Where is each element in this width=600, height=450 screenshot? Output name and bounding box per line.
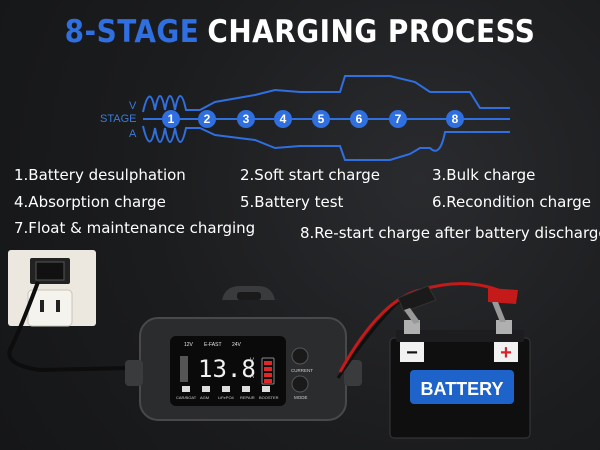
current-axis-label: A <box>129 128 137 140</box>
battery-label-plate <box>410 370 514 404</box>
positive-sign-box <box>494 342 518 362</box>
stage-number-6: 6 <box>356 112 363 126</box>
battery-label: BATTERY <box>421 379 504 399</box>
red-clamp-body <box>488 288 518 304</box>
stage-number-4: 4 <box>280 112 287 126</box>
lifepo4-icon <box>222 386 230 392</box>
stage-marker-5 <box>312 110 330 128</box>
mode-button-label: MODE <box>294 395 308 400</box>
stage-number-7: 7 <box>395 112 402 126</box>
red-clamp-jaw <box>492 302 506 322</box>
stage-desc-5: 5.Battery test <box>240 193 344 211</box>
stage-desc-7: 7.Float & maintenance charging <box>14 219 256 237</box>
level-bar-2 <box>264 367 272 371</box>
stage-markers <box>162 110 464 128</box>
stage-marker-8 <box>446 110 464 128</box>
stage-marker-2 <box>198 110 216 128</box>
positive-sign: + <box>500 342 512 364</box>
mode-label-car-boat: CAR/BOAT <box>176 395 197 400</box>
stage-marker-3 <box>237 110 255 128</box>
car-battery: − + BATTERY <box>389 320 531 439</box>
mode-button[interactable] <box>291 375 309 393</box>
stage-marker-4 <box>274 110 292 128</box>
booster-icon <box>262 386 270 392</box>
repair-icon <box>242 386 250 392</box>
handle-slot <box>237 292 261 300</box>
lcd-value: 13.8 <box>198 355 256 383</box>
black-clamp-body <box>397 285 437 313</box>
red-clamp <box>488 288 518 322</box>
black-clamp-jaw <box>404 308 420 324</box>
level-bar-4 <box>264 379 272 383</box>
charger-right-mount <box>344 360 362 386</box>
product-illustration: 12V E-FAST 24V 13.8 V A CAR/BOAT AGM LiF… <box>7 250 531 439</box>
stage-desc-2: 2.Soft start charge <box>240 166 380 184</box>
lcd-left-indicators <box>180 356 188 382</box>
lcd-unit-a: A <box>250 374 254 380</box>
stage-desc-3: 3.Bulk charge <box>432 166 536 184</box>
level-frame <box>261 357 275 385</box>
charger-left-mount <box>125 360 143 386</box>
negative-sign: − <box>406 342 418 364</box>
current-button[interactable] <box>291 347 309 365</box>
battery-lid <box>396 330 524 342</box>
car-boat-icon <box>182 386 190 392</box>
mode-label-booster: BOOSTER <box>259 395 279 400</box>
lcd-unit-v: V <box>250 358 254 364</box>
stage-number-8: 8 <box>452 112 459 126</box>
stage-number-3: 3 <box>243 112 250 126</box>
charger-device: 12V E-FAST 24V 13.8 V A CAR/BOAT AGM LiF… <box>125 286 362 421</box>
stage-axis-label: STAGE <box>100 113 137 125</box>
plug-face <box>35 261 65 281</box>
stage-marker-7 <box>389 110 407 128</box>
voltage-curve <box>142 75 510 113</box>
negative-terminal <box>404 320 420 334</box>
positive-terminal <box>496 320 512 334</box>
charger-screen <box>170 336 286 406</box>
stage-number-1: 1 <box>168 112 175 126</box>
stage-desc-4: 4.Absorption charge <box>14 193 166 211</box>
stage-desc-6: 6.Recondition charge <box>432 193 592 211</box>
stage-number-5: 5 <box>318 112 325 126</box>
black-clamp <box>397 285 437 324</box>
current-button-label: CURRENT <box>291 368 313 373</box>
title-part2: CHARGING PROCESS <box>207 14 536 50</box>
mode-label-lifepo4: LiFePO4 <box>218 395 235 400</box>
power-cord <box>7 281 131 373</box>
label-12v: 12V <box>184 342 194 348</box>
level-bar-1 <box>264 361 272 365</box>
socket-slot-left <box>40 300 44 312</box>
label-24v: 24V <box>232 342 242 348</box>
current-curve <box>142 125 510 161</box>
mode-label-agm: AGM <box>200 395 209 400</box>
title-part1: 8-STAGE <box>64 14 200 50</box>
stage-marker-6 <box>350 110 368 128</box>
charging-diagram: V STAGE A 1 2 3 4 5 6 7 8 <box>0 70 600 170</box>
mode-label-repair: REPAIR <box>240 395 255 400</box>
stage-desc-1: 1.Battery desulphation <box>14 166 186 184</box>
agm-icon <box>202 386 210 392</box>
stage-number-2: 2 <box>204 112 211 126</box>
battery-level-indicator <box>261 357 275 385</box>
stage-desc-8: 8.Re-start charge after battery discharg… <box>300 224 600 242</box>
negative-sign-box <box>400 342 424 362</box>
level-bar-3 <box>264 373 272 377</box>
wall-outlet <box>8 250 96 327</box>
label-brand: E-FAST <box>204 342 222 348</box>
mode-icons-row: CAR/BOAT AGM LiFePO4 REPAIR BOOSTER <box>176 386 279 400</box>
voltage-axis-label: V <box>129 100 137 112</box>
socket-slot-right <box>56 300 60 312</box>
stage-marker-1 <box>162 110 180 128</box>
waveform-svg: 1 2 3 4 5 6 7 8 <box>142 75 510 161</box>
